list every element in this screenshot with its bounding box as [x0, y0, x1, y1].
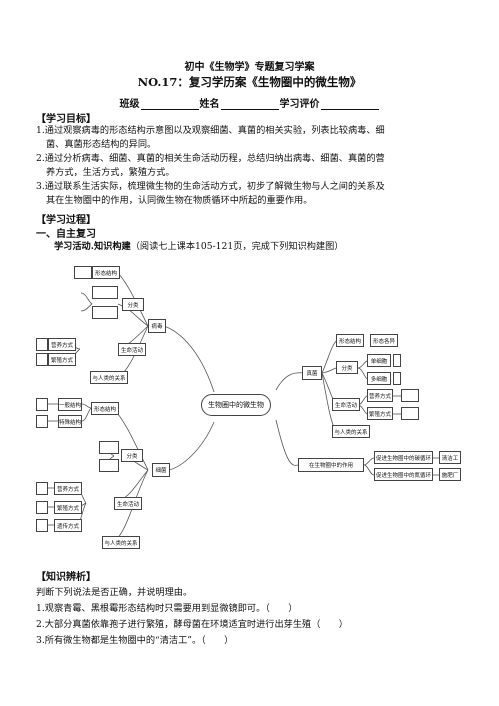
- bacteria-reproduction-node: 繁殖方式: [54, 501, 82, 514]
- blank-box[interactable]: [36, 338, 48, 351]
- blank-box[interactable]: [393, 354, 401, 367]
- mindmap-center: 生物圈中的微生物: [201, 394, 271, 416]
- fungi-relation-node: 与人类的关系: [332, 425, 370, 438]
- role-node: 在生物圈中的作用: [298, 458, 364, 472]
- fungi-reproduction-node: 繁殖方式: [367, 407, 393, 420]
- blank-box[interactable]: [36, 519, 48, 532]
- info-line: 班级 姓名 学习评价: [0, 95, 499, 110]
- bacteria-general-node: 一般结构: [58, 398, 82, 411]
- process-heading: 【学习过程】: [36, 215, 96, 226]
- blank-box[interactable]: [401, 407, 419, 420]
- blank-box[interactable]: [393, 372, 401, 385]
- virus-nutrition-node: 营养方式: [48, 338, 76, 351]
- virus-node: 病毒: [148, 319, 166, 333]
- blank-box[interactable]: [36, 398, 48, 411]
- activity-note: （阅读七上课本105-121页，完成下列知识构建图）: [130, 241, 344, 252]
- goals-heading: 【学习目标】: [36, 114, 96, 125]
- fungi-class-node: 分类: [336, 361, 358, 374]
- goal-line: 3.通过联系生活实际，梳理微生物的生命活动方式，初步了解微生物与人之间的关系及: [36, 181, 385, 192]
- bacteria-special-node: 特殊结构: [58, 415, 82, 428]
- section-heading: 一、自主复习: [36, 229, 96, 240]
- class-label: 班级: [119, 99, 140, 110]
- role-cleaner-node: 清洁工: [439, 451, 461, 464]
- blank-box[interactable]: [92, 286, 118, 299]
- bacteria-nutrition-node: 营养方式: [54, 482, 82, 495]
- fungi-multicellular-node: 多细胞: [367, 372, 391, 385]
- blank-box[interactable]: [36, 353, 48, 366]
- mind-map: 生物圈中的微生物 病毒 形态结构 分类 营养方式 繁殖方式 生命活动 与人类的关…: [36, 262, 462, 562]
- goal-line: 养方式，生活方式，繁殖方式。: [46, 167, 175, 178]
- virus-reproduction-node: 繁殖方式: [48, 353, 76, 366]
- blank-box[interactable]: [99, 459, 119, 472]
- fungi-nutrition-node: 营养方式: [367, 389, 393, 402]
- goal-line: 1.通过观察病毒的形态结构示意图以及观察细菌、真菌的相关实验，列表比较病毒、细: [36, 125, 385, 136]
- bacteria-heredity-node: 遗传方式: [54, 519, 82, 532]
- virus-class-node: 分类: [122, 298, 144, 311]
- blank-box[interactable]: [401, 389, 419, 402]
- eval-blank[interactable]: [320, 99, 379, 110]
- role-fertilizer-node: 施肥厂: [439, 468, 461, 481]
- goals-list: 1.通过观察病毒的形态结构示意图以及观察细菌、真菌的相关实验，列表比较病毒、细 …: [36, 124, 466, 208]
- doc-subtitle: NO.17：复习学历案《生物圈中的微生物》: [137, 75, 362, 89]
- blank-box[interactable]: [74, 266, 92, 279]
- judge-item: 3.所有微生物都是生物圈中的“清洁工”。（ ）: [36, 635, 234, 646]
- fungi-unicellular-node: 单细胞: [367, 354, 391, 367]
- virus-relation-node: 与人类的关系: [90, 371, 128, 384]
- name-blank[interactable]: [220, 99, 279, 110]
- bacteria-structure-node: 形态结构: [91, 402, 119, 415]
- doc-title: 初中《生物学》专题复习学案: [184, 62, 315, 73]
- virus-life-node: 生命活动: [118, 343, 146, 356]
- judge-item: 1.观察青霉、黑根霉形态结构时只需要用到显微镜即可。（ ）: [36, 603, 298, 614]
- judge-item: 2.大部分真菌依靠孢子进行繁殖，酵母菌在环境适宜时进行出芽生殖（ ）: [36, 619, 348, 630]
- virus-structure-node: 形态结构: [92, 266, 120, 279]
- fungi-structure-node: 形态结构: [336, 334, 364, 347]
- judge-heading: 【知识辨析】: [36, 572, 96, 583]
- fungi-shape-node: 形态各异: [370, 334, 398, 347]
- class-blank[interactable]: [140, 99, 199, 110]
- role-nitrogen-node: 促进生物圈中的氮循环: [374, 468, 433, 481]
- blank-box[interactable]: [36, 415, 48, 428]
- activity-line: 学习活动.知识构建（阅读七上课本105-121页，完成下列知识构建图）: [54, 238, 343, 252]
- blank-box[interactable]: [36, 501, 48, 514]
- bacteria-life-node: 生命活动: [114, 497, 142, 510]
- bacteria-relation-node: 与人类的关系: [102, 536, 140, 549]
- goal-line: 菌、真菌形态结构的异同。: [46, 139, 157, 150]
- judge-intro: 判断下列说法是否正确，并说明理由。: [36, 587, 193, 598]
- blank-box[interactable]: [36, 482, 48, 495]
- blank-box[interactable]: [92, 306, 118, 319]
- blank-box[interactable]: [99, 441, 119, 454]
- fungi-life-node: 生命活动: [332, 398, 360, 411]
- name-label: 姓名: [199, 99, 220, 110]
- activity-title: 学习活动.知识构建: [54, 241, 131, 252]
- eval-label: 学习评价: [279, 99, 320, 110]
- goal-line: 其在生物圈中的作用，认同微生物在物质循环中所起的重要作用。: [46, 195, 313, 206]
- goal-line: 2.通过分析病毒、细菌、真菌的相关生命活动历程，总结归纳出病毒、细菌、真菌的营: [36, 153, 385, 164]
- role-carbon-node: 促进生物圈中的碳循环: [374, 451, 433, 464]
- bacteria-class-node: 分类: [121, 449, 143, 462]
- fungi-node: 真菌: [302, 366, 322, 380]
- bacteria-node: 细菌: [152, 463, 170, 477]
